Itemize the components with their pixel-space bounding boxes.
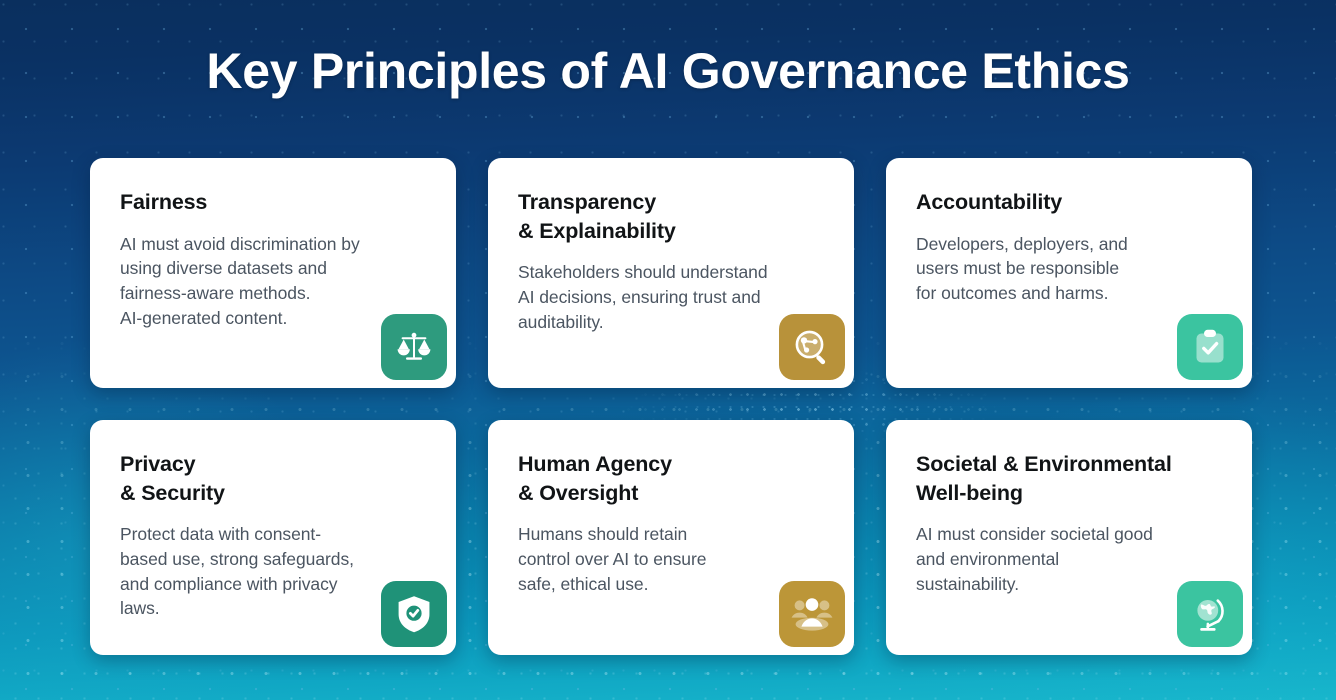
card-description: Humans should retain control over AI to … xyxy=(518,524,707,594)
card-description: AI must avoid discrimination by using di… xyxy=(120,233,360,328)
card-icon-tile xyxy=(381,581,447,647)
card-title: Privacy & Security xyxy=(120,452,225,505)
clipboard-check-icon xyxy=(1192,328,1228,366)
principle-card-societal[interactable]: Societal & Environmental Well-being AI m… xyxy=(886,420,1252,655)
balance-scales-icon xyxy=(395,328,433,366)
principle-card-privacy[interactable]: Privacy & Security Protect data with con… xyxy=(90,420,456,655)
card-description: AI must consider societal good and envir… xyxy=(916,524,1153,594)
card-icon-tile xyxy=(1177,581,1243,647)
card-title: Transparency & Explainability xyxy=(518,190,676,243)
card-title: Human Agency & Oversight xyxy=(518,452,672,505)
principle-card-human-agency[interactable]: Human Agency & Oversight Humans should r… xyxy=(488,420,854,655)
card-description: Developers, deployers, and users must be… xyxy=(916,233,1128,303)
card-icon-tile xyxy=(779,314,845,380)
principle-card-fairness[interactable]: Fairness AI must avoid discrimination by… xyxy=(90,158,456,388)
magnifier-network-icon xyxy=(792,327,832,367)
card-icon-tile xyxy=(1177,314,1243,380)
shield-check-icon xyxy=(395,594,433,634)
card-description: Stakeholders should understand AI decisi… xyxy=(518,262,768,332)
card-icon-tile xyxy=(381,314,447,380)
page-title: Key Principles of AI Governance Ethics xyxy=(206,43,1130,99)
principle-card-transparency[interactable]: Transparency & Explainability Stakeholde… xyxy=(488,158,854,388)
card-title: Fairness xyxy=(120,190,208,214)
principle-card-accountability[interactable]: Accountability Developers, deployers, an… xyxy=(886,158,1252,388)
globe-stand-icon xyxy=(1190,594,1230,634)
card-description: Protect data with consent- based use, st… xyxy=(120,524,354,619)
people-group-icon xyxy=(791,596,833,632)
card-title: Accountability xyxy=(916,190,1063,214)
card-title: Societal & Environmental Well-being xyxy=(916,452,1172,505)
card-icon-tile xyxy=(779,581,845,647)
principles-grid: Fairness AI must avoid discrimination by… xyxy=(90,158,1256,655)
